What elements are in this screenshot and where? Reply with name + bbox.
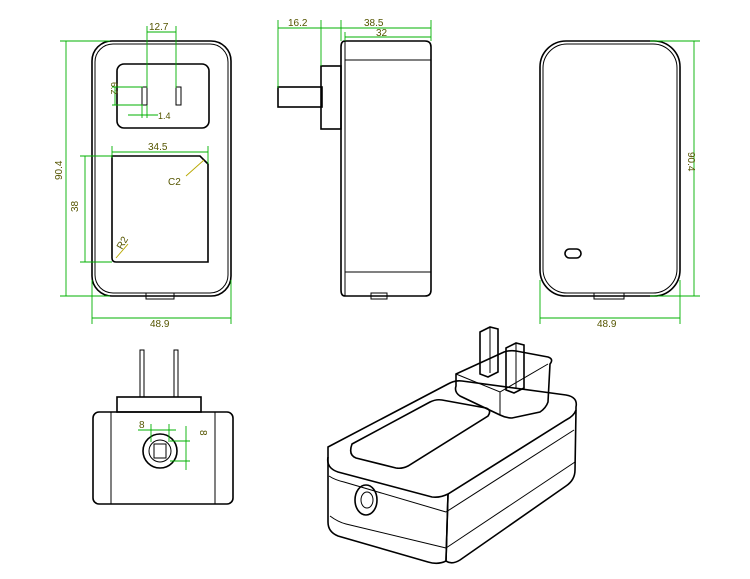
dim-pin-width: 1.4 [158,111,171,121]
dim-pin-length: 6.2 [109,82,119,95]
iso-plug-base [454,349,553,419]
dim-back-width: 48.9 [597,319,617,330]
dc-port-outer [142,433,178,469]
iso-label-panel [349,398,491,470]
dim-pin-spacing: 12.7 [149,22,169,33]
bottom-pin-left [139,349,145,398]
bottom-view: 8 8 [92,349,234,505]
bottom-plug-base [116,396,202,413]
side-pin-base [320,65,342,130]
dim-label-width: 34.5 [148,142,168,153]
dim-chamfer: C2 [168,177,181,188]
iso-top-face [326,380,578,498]
front-view: 12.7 6.2 1.4 34.5 C2 38 R2 90.4 [54,22,232,330]
led-indicator [564,248,582,259]
iso-prong-left [479,326,499,378]
iso-dc-port-inner [360,491,374,509]
back-bottom-tab [593,292,625,300]
dim-back-height: 90.4 [685,152,696,172]
dim-label-height: 38 [70,200,81,212]
dim-port-width: 8 [139,420,145,431]
pin-left [141,86,148,106]
bottom-body [92,411,234,505]
dim-body-inner-depth: 32 [376,28,388,39]
dim-front-height: 90.4 [54,160,65,180]
dim-plug-depth: 16.2 [288,18,308,29]
iso-front-face [327,457,449,565]
dc-port-inner [148,439,172,463]
isometric-view [326,326,578,565]
iso-right-face [445,409,577,564]
side-bottom-tab [370,292,388,300]
plug-recess [116,63,210,129]
dc-port-pin [153,443,167,459]
back-body-inner [542,43,678,294]
back-body [539,40,681,297]
pin-right [175,86,182,106]
back-view: 90.4 48.9 [539,40,700,330]
dim-body-depth: 38.5 [364,18,384,29]
label-area [111,155,209,263]
iso-dc-port-outer [354,484,378,516]
dim-port-height: 8 [197,430,208,436]
dim-front-width: 48.9 [150,319,170,330]
dim-corner-radius: R2 [115,235,131,252]
side-body [340,40,432,297]
side-pin [277,86,323,108]
front-bottom-tab [145,292,175,300]
front-body [91,40,232,297]
bottom-pin-right [173,349,179,398]
side-view: 16.2 38.5 32 [277,18,432,300]
